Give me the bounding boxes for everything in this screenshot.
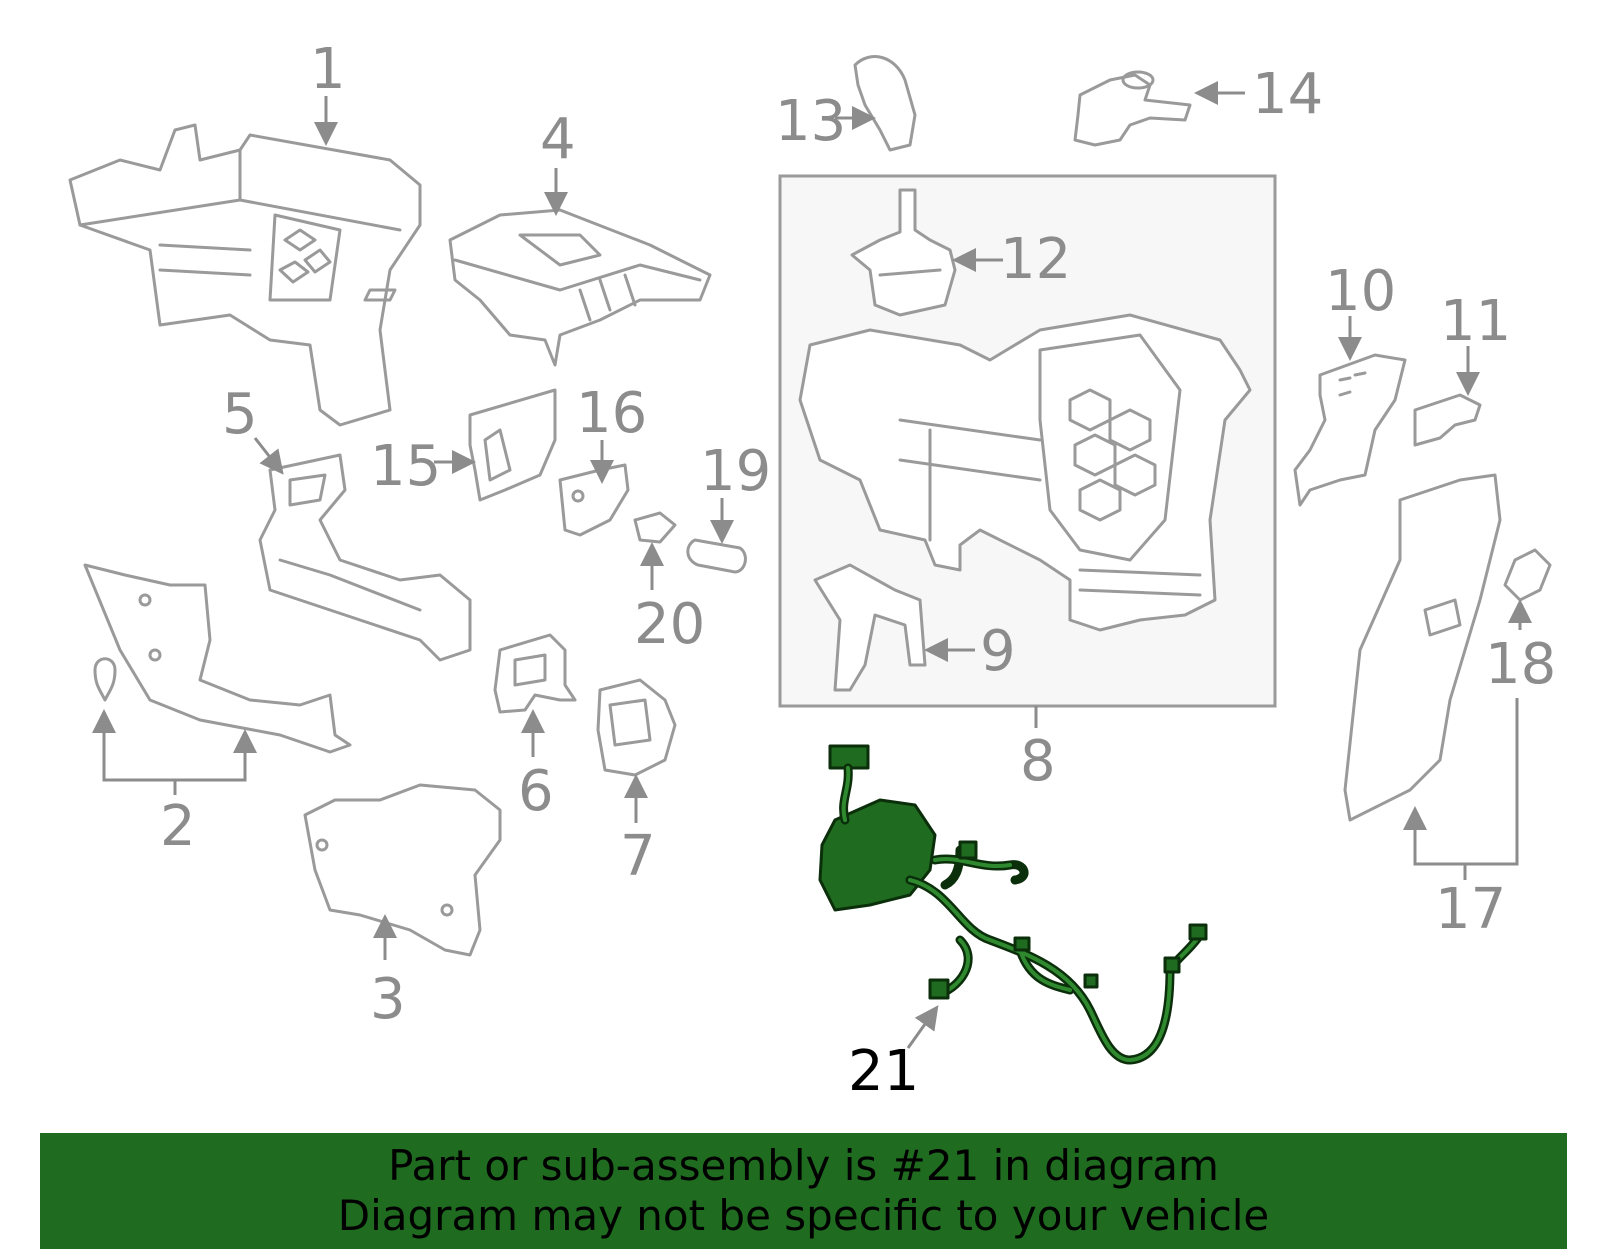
part-6-bracket: [493, 633, 577, 714]
part-21-wiring-harness: [818, 744, 1208, 1065]
part-14-bracket: [1073, 70, 1192, 147]
banner-line-2: Diagram may not be specific to your vehi…: [337, 1191, 1270, 1240]
callout-labels: 1 4 5 2 3 15 16 19 20 6 7 13 14 12 9 8 1…: [160, 37, 1556, 1104]
callout-17: 17: [1435, 877, 1506, 942]
part-20-button: [633, 511, 677, 544]
callout-7: 7: [620, 824, 656, 889]
callout-4: 4: [540, 107, 576, 172]
part-2-trim: [83, 563, 352, 754]
callout-13: 13: [775, 89, 846, 154]
banner-line-1: Part or sub-assembly is #21 in diagram: [388, 1141, 1219, 1190]
callout-8: 8: [1020, 729, 1056, 794]
part-17-side-panel: [1343, 473, 1502, 822]
part-19-switch: [686, 538, 747, 574]
part-8-console-frame: [798, 313, 1252, 632]
callout-6: 6: [518, 759, 554, 824]
callout-10: 10: [1325, 259, 1396, 324]
callout-19: 19: [700, 439, 771, 504]
part-9-bracket: [813, 563, 927, 692]
callout-14: 14: [1252, 62, 1323, 127]
part-7-bracket: [596, 678, 677, 777]
callout-9: 9: [980, 619, 1016, 684]
info-banner: Part or sub-assembly is #21 in diagram D…: [40, 1133, 1567, 1249]
callout-3: 3: [370, 967, 406, 1032]
part-5-bracket: [258, 453, 472, 662]
callout-2: 2: [160, 794, 196, 859]
callout-16: 16: [576, 381, 647, 446]
callout-12: 12: [1000, 227, 1071, 292]
callout-21: 21: [848, 1039, 919, 1104]
callout-18: 18: [1485, 632, 1556, 697]
part-11-clip: [1413, 393, 1482, 447]
part-13-knob: [853, 55, 917, 152]
part-4-tray: [448, 208, 712, 367]
part-3-panel: [303, 783, 502, 957]
callout-20: 20: [634, 592, 705, 657]
part-16-clip: [558, 463, 630, 537]
part-18-clip: [1503, 548, 1552, 602]
callout-5: 5: [222, 382, 258, 447]
callout-15: 15: [370, 434, 441, 499]
callout-11: 11: [1440, 289, 1511, 354]
callout-1: 1: [310, 37, 346, 102]
part-10-bracket: [1293, 353, 1407, 507]
part-15-cover: [468, 388, 557, 502]
part-12-shifter: [850, 188, 957, 317]
part-1-console: [68, 123, 422, 427]
leader-lines: [92, 81, 1532, 1049]
